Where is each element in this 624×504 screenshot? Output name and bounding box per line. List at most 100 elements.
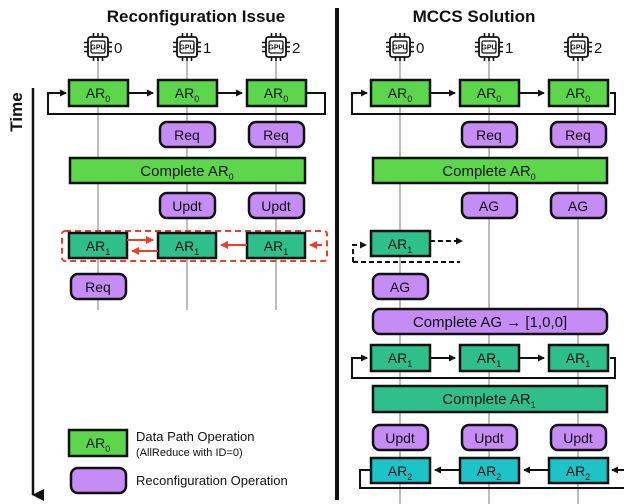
left-req-gpu1: Req <box>158 120 217 149</box>
gpu-chip-label: GPU <box>179 45 194 52</box>
legend-reconfig-label: Reconfiguration Operation <box>136 473 288 488</box>
svg-text:AR1: AR1 <box>477 350 501 369</box>
right-row4-ar2-gpu0: AR2 <box>369 456 432 485</box>
svg-text:Updt: Updt <box>563 430 593 446</box>
left-updt-gpu2: Updt <box>247 191 306 220</box>
svg-text:AR1: AR1 <box>566 350 590 369</box>
right-complete-ag-bar: Complete AG → [1,0,0] <box>371 307 609 336</box>
svg-text:Updt: Updt <box>172 198 202 214</box>
legend: AR0 Data Path Operation (AllReduce with … <box>67 428 288 495</box>
right-ag-gpu2: AG <box>549 191 608 220</box>
right-row3-ar1-gpu1: AR1 <box>458 343 521 373</box>
gpu-chip-label: GPU <box>481 45 496 52</box>
right-row1-ar0-gpu1: AR0 <box>458 78 521 108</box>
gpu-chip-label: GPU <box>268 45 283 52</box>
right-row2-dashed-in <box>352 241 367 262</box>
svg-text:AR0: AR0 <box>86 85 110 104</box>
gpu-index-label: 1 <box>203 40 211 57</box>
svg-text:Updt: Updt <box>261 198 291 214</box>
right-row1-ar0-gpu0: AR0 <box>369 78 432 108</box>
gpu-index-label: 0 <box>114 40 122 57</box>
svg-text:Updt: Updt <box>385 430 415 446</box>
svg-text:AG: AG <box>568 198 588 214</box>
svg-text:Complete AG → [1,0,0]: Complete AG → [1,0,0] <box>413 314 567 331</box>
right-panel-title: MCCS Solution <box>413 7 536 26</box>
right-gpu-icon-2: GPU 2 <box>564 33 602 61</box>
svg-text:AR2: AR2 <box>566 463 590 482</box>
legend-data-path-swatch: AR0 <box>67 428 129 458</box>
svg-text:AR0: AR0 <box>477 85 501 104</box>
svg-text:Complete AR0: Complete AR0 <box>442 163 535 182</box>
right-row4-loop-line <box>359 469 624 489</box>
left-row2-ar1-gpu0: AR1 <box>67 231 129 260</box>
right-row1-ar0-gpu2: AR0 <box>547 78 610 108</box>
right-row4-ar2-gpu1: AR2 <box>458 456 521 485</box>
svg-text:Req: Req <box>565 127 591 143</box>
svg-text:AR1: AR1 <box>264 238 288 257</box>
svg-text:AR2: AR2 <box>388 463 412 482</box>
left-row2-ar1-gpu2: AR1 <box>245 231 307 260</box>
svg-text:Updt: Updt <box>474 430 504 446</box>
left-row2-ar1-gpu1: AR1 <box>156 231 218 260</box>
svg-text:Req: Req <box>476 127 502 143</box>
right-row1-loop-arrow <box>351 89 616 115</box>
left-row1-loop-arrow <box>47 89 326 115</box>
box-sub: 0 <box>194 94 199 104</box>
right-row3-ar1-gpu0: AR1 <box>369 343 432 373</box>
right-complete-ar1-bar: Complete AR1 <box>371 384 609 414</box>
svg-text:AR0: AR0 <box>86 435 110 454</box>
right-complete-ar0-bar: Complete AR0 <box>371 156 609 185</box>
box-label: AR <box>175 85 194 101</box>
left-row1-ar0-gpu2: AR0 <box>245 78 308 108</box>
legend-reconfig-swatch <box>69 466 128 495</box>
left-row1-ar0-gpu0: AR0 <box>67 78 130 108</box>
left-req-gpu0: Req <box>69 272 128 301</box>
right-ag-gpu1: AG <box>460 191 519 220</box>
box-sub: 0 <box>105 94 110 104</box>
svg-text:AG: AG <box>390 279 410 295</box>
right-updt-gpu2: Updt <box>549 423 608 452</box>
left-gpu-icon-2: GPU 2 <box>262 33 300 61</box>
left-updt-gpu1: Updt <box>158 191 217 220</box>
svg-text:AR1: AR1 <box>86 238 110 257</box>
svg-text:AR2: AR2 <box>477 463 501 482</box>
right-updt-gpu0: Updt <box>371 423 430 452</box>
svg-text:AR0: AR0 <box>175 85 199 104</box>
right-gpu-icon-1: GPU 1 <box>475 33 513 61</box>
box-label: AR <box>86 85 105 101</box>
right-req-gpu2: Req <box>549 120 608 149</box>
right-row2-ar1-gpu0: AR1 <box>369 229 432 258</box>
left-gpu-icon-1: GPU 1 <box>173 33 211 61</box>
left-panel-title: Reconfiguration Issue <box>107 7 286 26</box>
gpu-index-label: 2 <box>594 40 602 57</box>
right-row4-ar2-gpu2: AR2 <box>547 456 610 485</box>
svg-text:AG: AG <box>479 198 499 214</box>
left-row1-ar0-gpu1: AR0 <box>156 78 219 108</box>
right-req-gpu1: Req <box>460 120 519 149</box>
svg-text:Complete AR0: Complete AR0 <box>140 163 233 182</box>
left-complete-ar0-bar: Complete AR0 <box>68 156 307 185</box>
box-label: AR <box>264 85 283 101</box>
right-row3-loop-arrow <box>351 354 616 379</box>
right-updt-gpu1: Updt <box>460 423 519 452</box>
gpu-index-label: 2 <box>292 40 300 57</box>
gpu-chip-label: GPU <box>392 45 407 52</box>
legend-data-path-note: (AllReduce with ID=0) <box>136 447 243 459</box>
svg-text:Complete AR1: Complete AR1 <box>442 391 535 410</box>
svg-text:AR0: AR0 <box>566 85 590 104</box>
svg-text:AR1: AR1 <box>175 238 199 257</box>
svg-text:AR0: AR0 <box>264 85 288 104</box>
svg-text:AR1: AR1 <box>388 350 412 369</box>
gpu-chip-label: GPU <box>570 45 585 52</box>
gpu-index-label: 1 <box>505 40 513 57</box>
legend-data-path-label: Data Path Operation <box>136 429 255 444</box>
right-row3-ar1-gpu2: AR1 <box>547 343 610 373</box>
left-deadlock-dashed-box <box>61 230 328 262</box>
time-axis-label: Time <box>7 92 26 131</box>
svg-text:AR0: AR0 <box>388 85 412 104</box>
right-ag-gpu0: AG <box>371 272 430 301</box>
svg-text:Req: Req <box>174 127 200 143</box>
